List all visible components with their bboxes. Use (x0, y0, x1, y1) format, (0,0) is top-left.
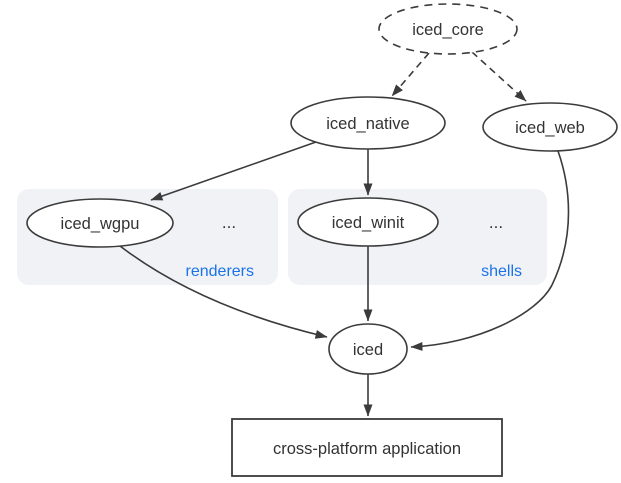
iced-label: iced (353, 341, 383, 359)
shells-group-label: shells (481, 263, 522, 280)
edges (119, 51, 570, 417)
iced-wgpu-ellipse (26, 198, 174, 248)
iced-web-ellipse (482, 102, 618, 152)
edge-iced_core-to-iced_native (391, 52, 430, 97)
application-label: cross-platform application (273, 440, 461, 458)
iced-winit-ellipse (297, 197, 439, 247)
iced-web-label: iced_web (515, 119, 585, 137)
edge-iced_native-to-iced_wgpu (150, 141, 317, 201)
renderers-group-label: renderers (186, 263, 254, 280)
iced-core-label: iced_core (412, 21, 484, 39)
renderers-ellipsis: ... (222, 213, 236, 232)
node-application: cross-platform application (231, 418, 503, 477)
node-iced: iced (328, 323, 408, 375)
iced-native-label: iced_native (326, 115, 409, 133)
node-iced-web: iced_web (482, 102, 618, 152)
iced-native-ellipse (290, 96, 446, 150)
edge-iced_wgpu-to-iced (119, 245, 328, 339)
node-iced-core: iced_core (378, 3, 518, 55)
iced-ellipse (328, 323, 408, 375)
edge-iced_web-to-iced (410, 150, 570, 351)
application-rect (231, 418, 503, 477)
edge-iced_core-to-iced_web (471, 51, 527, 102)
node-iced-wgpu: iced_wgpu (26, 198, 174, 248)
shells-ellipsis: ... (489, 213, 503, 232)
iced-core-ellipse (378, 3, 518, 55)
iced-wgpu-label: iced_wgpu (61, 215, 140, 233)
node-iced-winit: iced_winit (297, 197, 439, 247)
iced-winit-label: iced_winit (332, 214, 405, 232)
node-iced-native: iced_native (290, 96, 446, 150)
